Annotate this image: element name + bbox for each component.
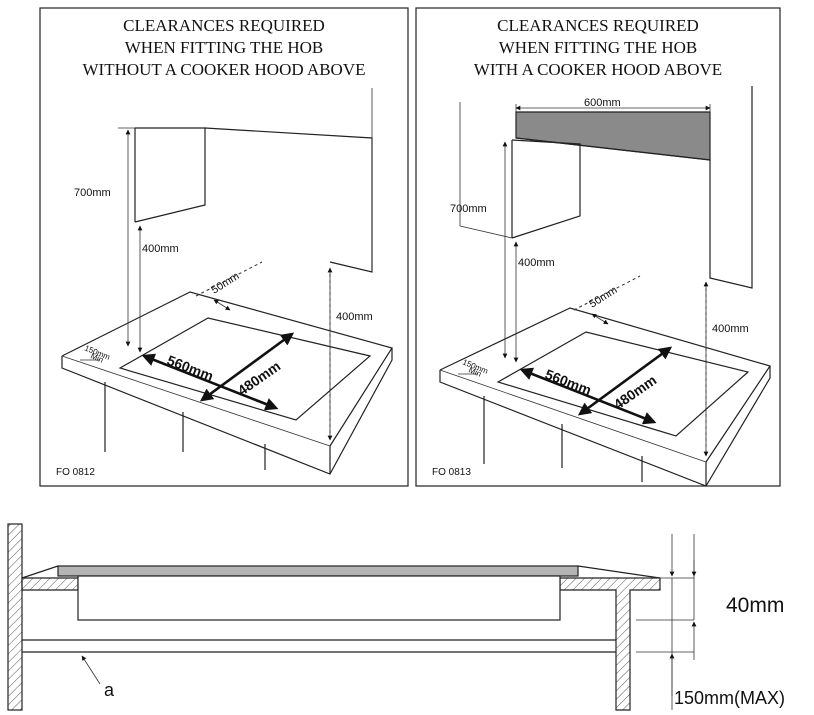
section-dim-40: 40mm [726, 594, 784, 617]
left-wall-section [7, 523, 23, 711]
left-dim-560: 560mm [165, 352, 216, 384]
left-dim-700: 700mm [74, 187, 111, 199]
right-dim-600: 600mm [584, 97, 621, 109]
right-dim-150-min: Min [467, 366, 482, 379]
right-dim-50: 50mm [587, 284, 619, 310]
right-title-line-2: WHEN FITTING THE HOB [499, 38, 697, 57]
cross-section-drawing [7, 523, 697, 711]
right-dim-700: 700mm [450, 203, 487, 215]
right-panel: CLEARANCES REQUIRED WHEN FITTING THE HOB… [415, 7, 781, 487]
left-panel-frame [39, 7, 409, 487]
right-dim-480: 480mm [611, 372, 660, 413]
left-dim-480: 480mm [235, 358, 284, 399]
right-figure-code: FO 0813 [432, 467, 471, 478]
right-room-drawing [439, 86, 771, 487]
hob-glass-top [57, 565, 579, 577]
left-dim-50: 50mm [209, 270, 241, 296]
left-dim-400-right: 400mm [336, 311, 373, 323]
worktop-right-section [559, 577, 661, 711]
right-title-line-1: CLEARANCES REQUIRED [497, 16, 699, 35]
left-dim-150-min: Min [89, 352, 104, 365]
right-panel-frame [415, 7, 781, 487]
section-label-a: a [104, 680, 115, 700]
left-panel: CLEARANCES REQUIRED WHEN FITTING THE HOB… [39, 7, 409, 487]
section-dim-150-max: 150mm(MAX) [674, 688, 785, 708]
right-dim-400-left: 400mm [518, 257, 555, 269]
left-figure-code: FO 0812 [56, 467, 95, 478]
right-dim-400-right: 400mm [712, 323, 749, 335]
cooker-hood [515, 111, 711, 161]
left-title-line-2: WHEN FITTING THE HOB [125, 38, 323, 57]
hob-body [77, 575, 561, 621]
right-wall-cabinet [511, 139, 581, 239]
left-room-drawing [61, 88, 393, 475]
left-title-line-1: CLEARANCES REQUIRED [123, 16, 325, 35]
worktop-left-section [21, 577, 79, 591]
left-wall-cabinet [134, 127, 206, 223]
right-title-line-3: WITH A COOKER HOOD ABOVE [474, 60, 722, 79]
left-dim-400-left: 400mm [142, 243, 179, 255]
left-title-line-3: WITHOUT A COOKER HOOD ABOVE [82, 60, 365, 79]
right-dim-560: 560mm [543, 366, 594, 398]
